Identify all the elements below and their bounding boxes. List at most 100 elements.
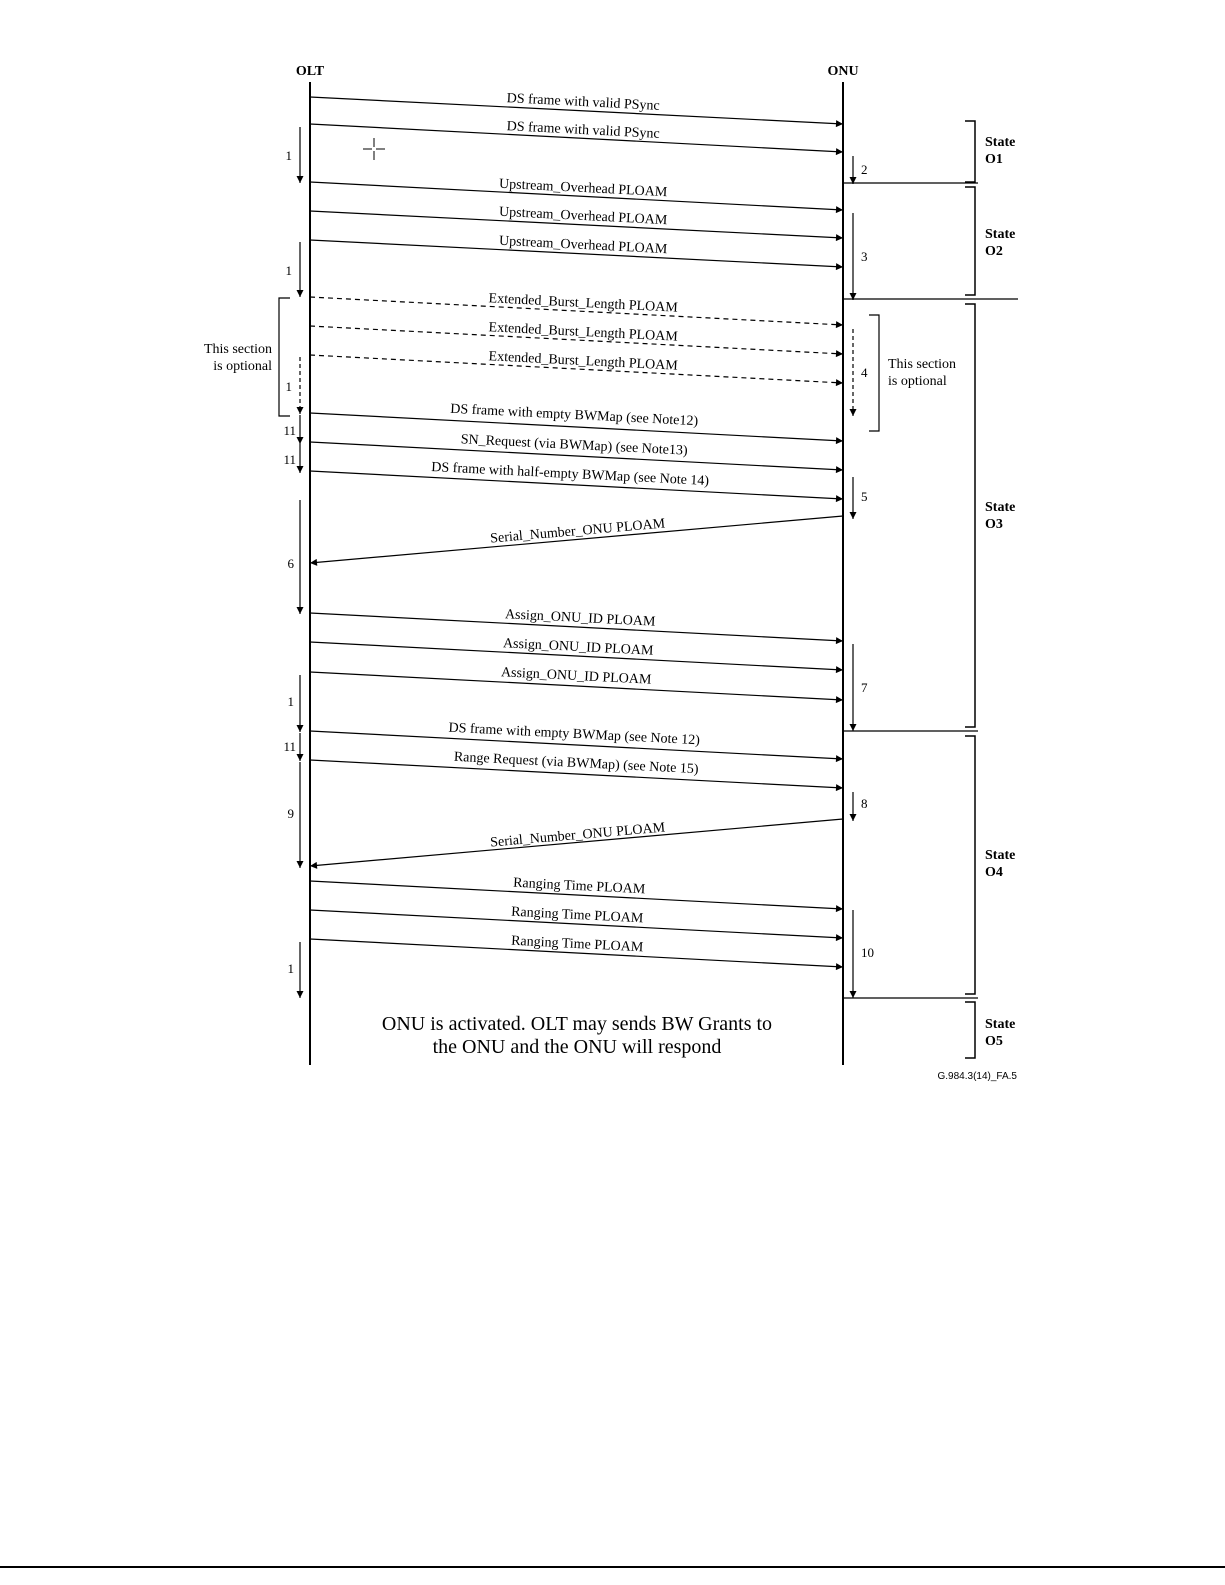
right-timer-10: 10 — [849, 910, 874, 998]
svg-text:11: 11 — [283, 739, 296, 754]
svg-text:O2: O2 — [985, 244, 1003, 259]
svg-text:1: 1 — [288, 961, 295, 976]
svg-text:Ranging Time PLOAM: Ranging Time PLOAM — [513, 876, 646, 898]
message-19: Ranging Time PLOAM — [309, 876, 844, 913]
state-o5-bracket — [965, 1001, 976, 1059]
state-o1-bracket — [965, 120, 976, 183]
message-2: DS frame with valid PSync — [309, 119, 844, 156]
onu-label: ONU — [827, 64, 858, 79]
right-timer-2: 2 — [849, 156, 868, 184]
footer-link-1[interactable] — [38, 1485, 140, 1501]
left-timer-1: 1 — [286, 127, 304, 183]
svg-text:Extended_Burst_Length PLOAM: Extended_Burst_Length PLOAM — [488, 349, 678, 374]
left-timer-9: 9 — [288, 762, 304, 868]
svg-text:Extended_Burst_Length PLOAM: Extended_Burst_Length PLOAM — [488, 291, 678, 316]
svg-text:9: 9 — [288, 806, 295, 821]
message-7: Extended_Burst_Length PLOAM — [309, 320, 844, 358]
svg-text:O4: O4 — [985, 865, 1003, 880]
right-timer-3: 3 — [849, 213, 868, 300]
left-timer-8: 11 — [283, 733, 304, 761]
svg-text:Ranging Time PLOAM: Ranging Time PLOAM — [511, 905, 644, 927]
svg-text:1: 1 — [286, 379, 293, 394]
svg-text:4: 4 — [861, 365, 868, 380]
right-timer-7: 7 — [849, 644, 868, 731]
svg-text:State: State — [985, 135, 1015, 150]
state-o2-label: State O2 — [985, 227, 1015, 259]
svg-text:11: 11 — [283, 423, 296, 438]
left-timer-10: 1 — [288, 942, 304, 998]
state-o4-label: State O4 — [985, 848, 1015, 880]
message-5: Upstream_Overhead PLOAM — [309, 234, 844, 271]
svg-text:Ranging Time PLOAM: Ranging Time PLOAM — [511, 934, 644, 956]
right-optional-note-line2: is optional — [888, 374, 947, 389]
svg-text:State: State — [985, 1017, 1015, 1032]
right-timer-8: 8 — [849, 792, 868, 821]
footer-link-2[interactable] — [144, 1485, 246, 1501]
left-timer-7: 1 — [288, 675, 304, 732]
message-3: Upstream_Overhead PLOAM — [309, 177, 844, 214]
message-15: Assign_ONU_ID PLOAM — [309, 665, 844, 704]
svg-text:Extended_Burst_Length PLOAM: Extended_Burst_Length PLOAM — [488, 320, 678, 345]
svg-text:State: State — [985, 227, 1015, 242]
svg-text:DS frame with empty BWMap (see: DS frame with empty BWMap (see Note12) — [450, 402, 699, 430]
message-18: Serial_Number_ONU PLOAM — [309, 818, 844, 869]
left-timer-2: 1 — [286, 242, 304, 297]
figure-id: G.984.3(14)_FA.5 — [938, 1071, 1018, 1082]
svg-text:2: 2 — [861, 162, 868, 177]
svg-text:O5: O5 — [985, 1034, 1003, 1049]
svg-text:Assign_ONU_ID PLOAM: Assign_ONU_ID PLOAM — [503, 636, 655, 659]
message-8: Extended_Burst_Length PLOAM — [309, 349, 844, 387]
left-timer-3: 1 — [286, 357, 304, 414]
svg-text:O3: O3 — [985, 517, 1003, 532]
svg-text:O1: O1 — [985, 152, 1003, 167]
message-1: DS frame with valid PSync — [309, 91, 844, 128]
message-12: Serial_Number_ONU PLOAM — [309, 515, 844, 566]
state-o1-label: State O1 — [985, 135, 1015, 167]
svg-text:Assign_ONU_ID PLOAM: Assign_ONU_ID PLOAM — [501, 665, 653, 688]
activation-text-line1: ONU is activated. OLT may sends BW Grant… — [382, 1013, 772, 1035]
left-timer-4: 11 — [283, 415, 304, 444]
message-16: DS frame with empty BWMap (see Note 12) — [309, 721, 844, 763]
svg-text:1: 1 — [286, 148, 293, 163]
footer-links — [38, 1485, 250, 1506]
message-17: Range Request (via BWMap) (see Note 15) — [309, 750, 844, 792]
message-10: SN_Request (via BWMap) (see Note13) — [309, 432, 844, 474]
svg-text:Serial_Number_ONU PLOAM: Serial_Number_ONU PLOAM — [490, 820, 667, 850]
svg-text:3: 3 — [861, 249, 868, 264]
svg-text:10: 10 — [861, 945, 874, 960]
message-4: Upstream_Overhead PLOAM — [309, 205, 844, 242]
message-6: Extended_Burst_Length PLOAM — [309, 291, 844, 329]
right-timer-4: 4 — [849, 329, 868, 416]
left-optional-bracket — [278, 297, 290, 417]
svg-text:1: 1 — [286, 263, 293, 278]
state-o3-bracket — [965, 303, 976, 728]
svg-text:State: State — [985, 848, 1015, 863]
state-o4-bracket — [965, 735, 976, 995]
svg-text:5: 5 — [861, 489, 868, 504]
left-timer-5: 11 — [283, 444, 304, 473]
svg-text:8: 8 — [861, 796, 868, 811]
message-13: Assign_ONU_ID PLOAM — [309, 607, 844, 645]
svg-text:SN_Request (via BWMap) (see No: SN_Request (via BWMap) (see Note13) — [460, 432, 688, 458]
right-optional-note-line1: This section — [888, 357, 956, 372]
svg-text:6: 6 — [288, 556, 295, 571]
svg-text:11: 11 — [283, 452, 296, 467]
svg-text:Assign_ONU_ID PLOAM: Assign_ONU_ID PLOAM — [505, 607, 657, 630]
message-9: DS frame with empty BWMap (see Note12) — [309, 402, 844, 445]
activation-text-line2: the ONU and the ONU will respond — [433, 1036, 722, 1058]
left-optional-note-line2: is optional — [213, 359, 272, 374]
message-14: Assign_ONU_ID PLOAM — [309, 636, 844, 674]
message-20: Ranging Time PLOAM — [309, 905, 844, 942]
state-o5-label: State O5 — [985, 1017, 1015, 1049]
message-21: Ranging Time PLOAM — [309, 934, 844, 971]
svg-text:DS frame with empty BWMap (see: DS frame with empty BWMap (see Note 12) — [448, 721, 700, 749]
left-optional-note-line1: This section — [204, 342, 272, 357]
svg-text:7: 7 — [861, 680, 868, 695]
left-timer-6: 6 — [288, 500, 304, 614]
state-o3-label: State O3 — [985, 500, 1015, 532]
svg-text:Range Request (via BWMap) (see: Range Request (via BWMap) (see Note 15) — [453, 750, 699, 777]
olt-label: OLT — [296, 64, 325, 79]
cursor-crosshair-icon — [363, 138, 385, 160]
svg-text:1: 1 — [288, 694, 295, 709]
